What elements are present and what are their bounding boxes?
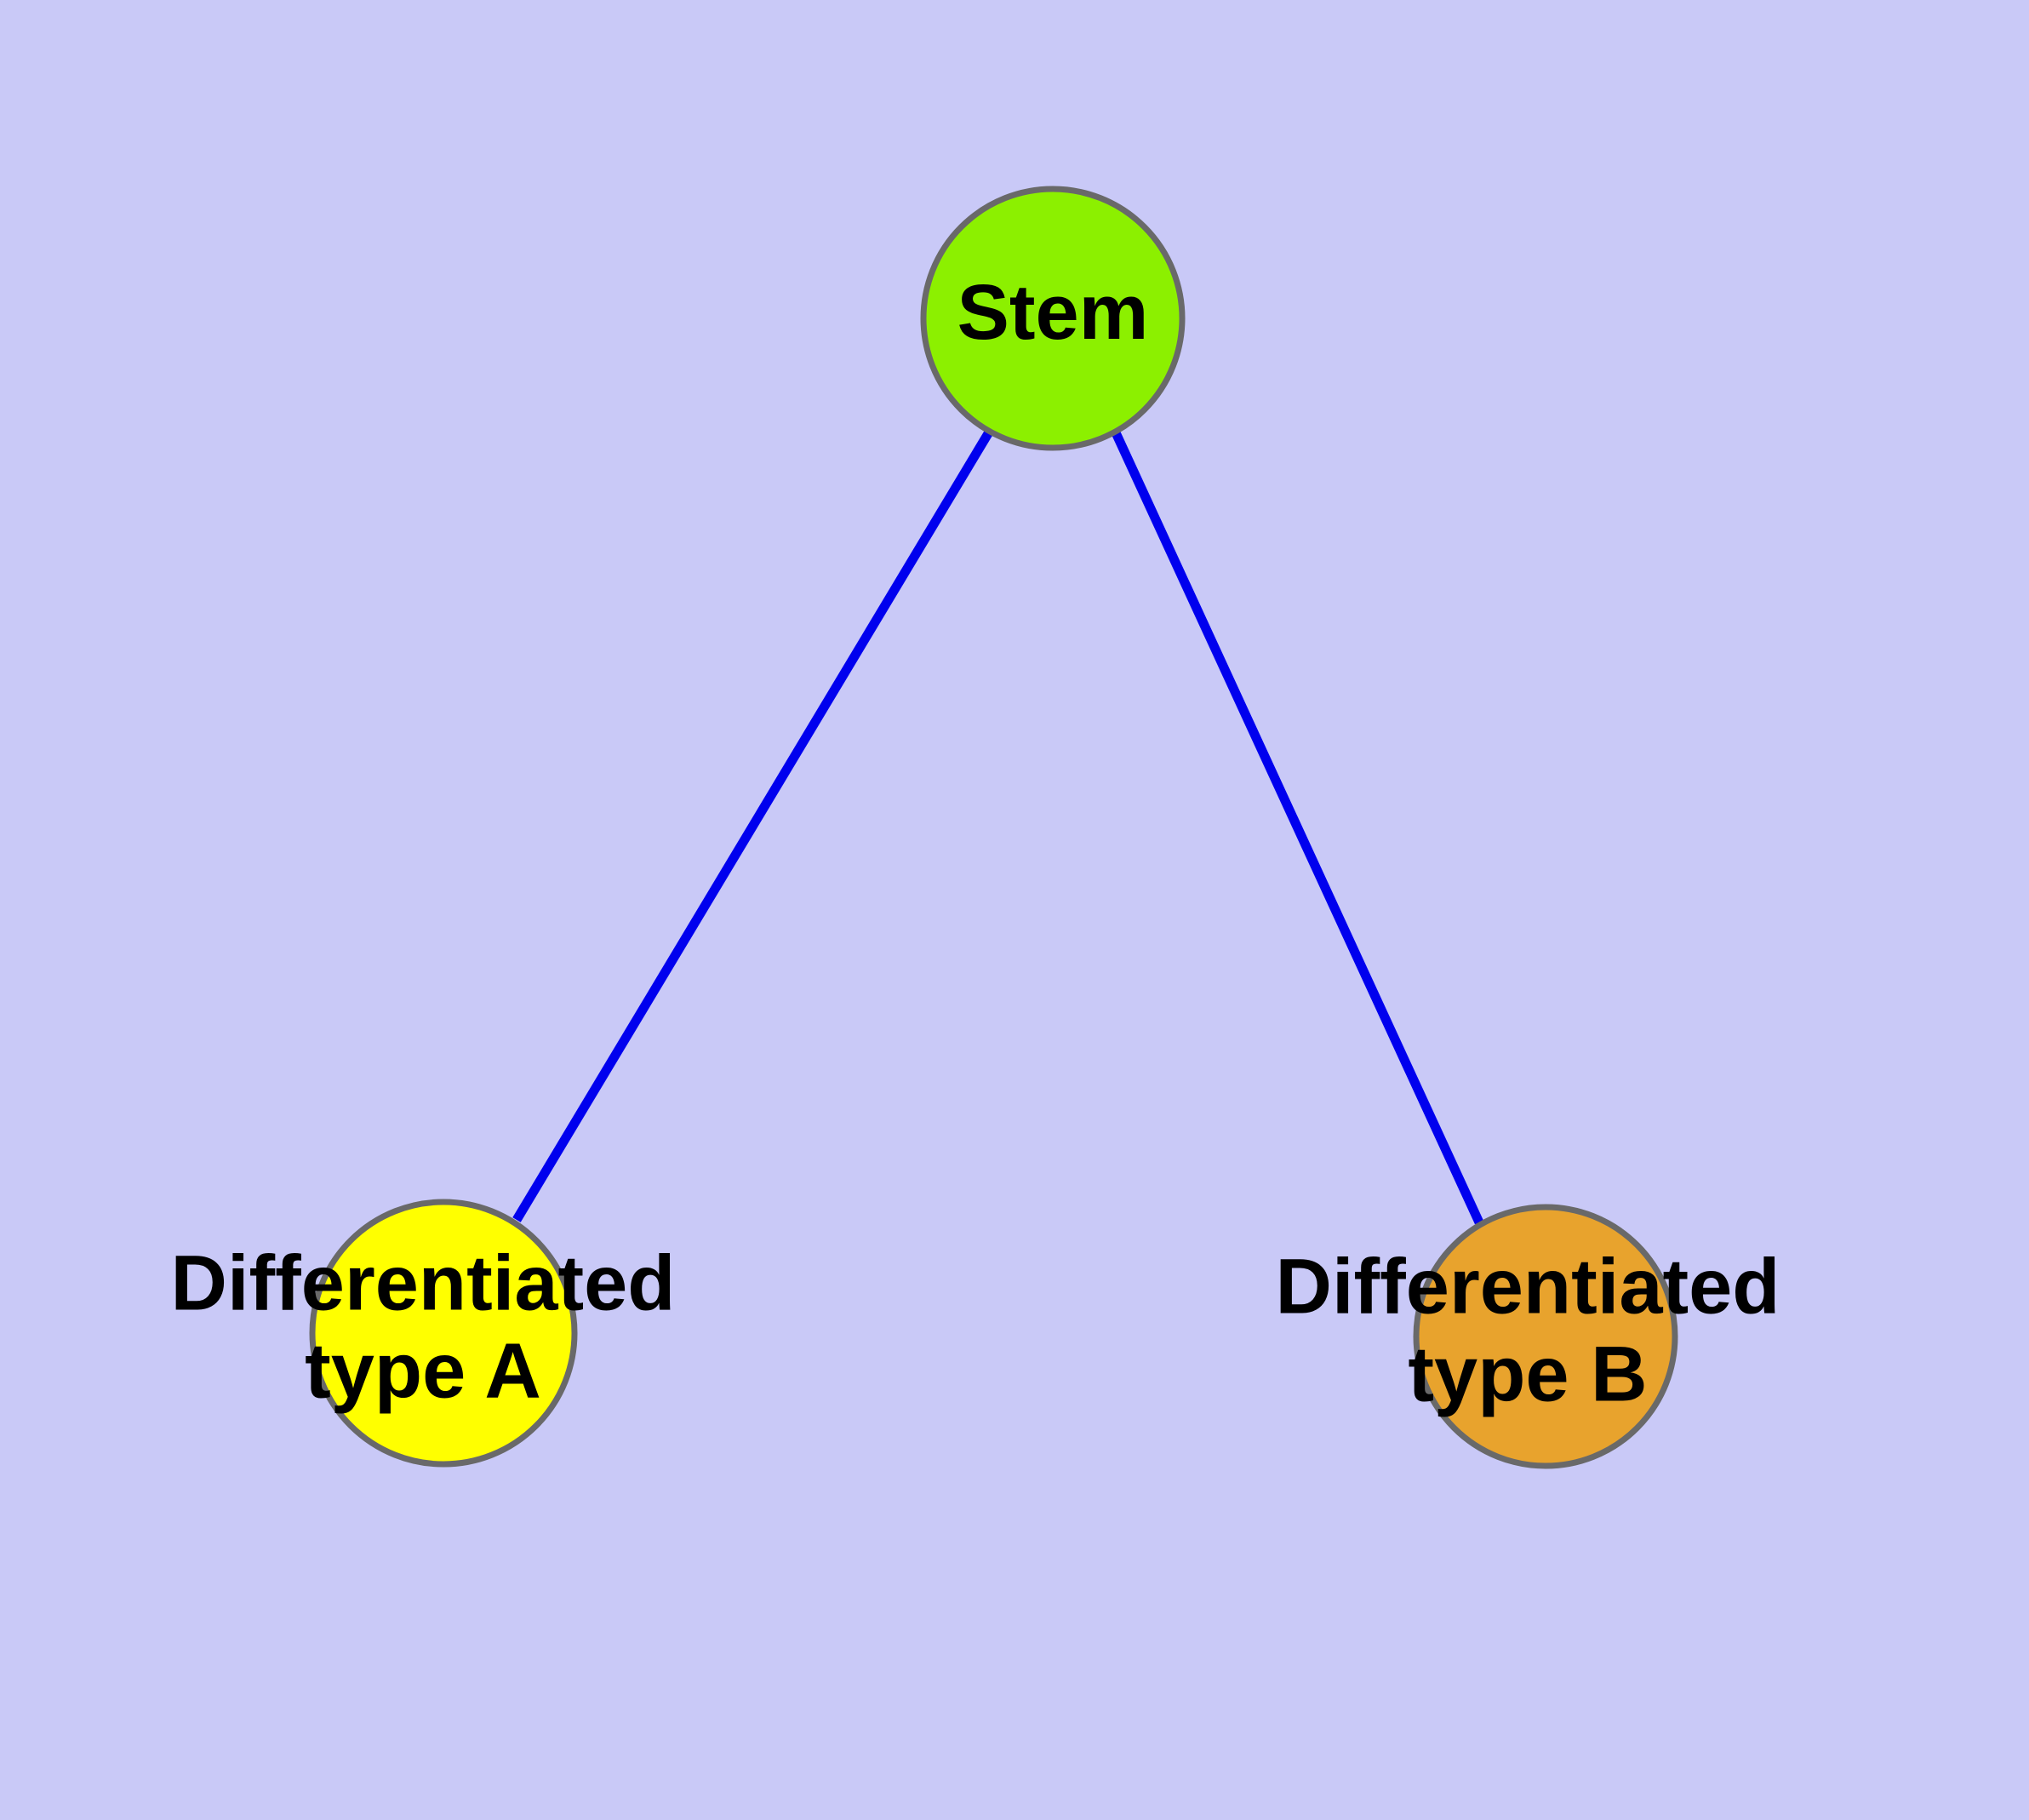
- node-label-line: Stem: [957, 269, 1149, 356]
- node-label-line: type A: [305, 1328, 541, 1415]
- graph-node-diff_b[interactable]: [1413, 1204, 1678, 1469]
- node-label-stem: Stem: [957, 269, 1149, 356]
- graph-edge-stem-to-b[interactable]: [1110, 426, 1483, 1225]
- graph-node-diff_a[interactable]: [309, 1199, 578, 1468]
- node-label-line: type B: [1408, 1331, 1647, 1418]
- node-layer: [309, 186, 1678, 1469]
- graph-node-stem[interactable]: [920, 186, 1186, 451]
- node-label-line: Differentiated: [171, 1240, 676, 1327]
- edge-layer: [512, 426, 1483, 1225]
- graph-edge-stem-to-a[interactable]: [512, 428, 994, 1222]
- node-label-line: Differentiated: [1276, 1244, 1780, 1331]
